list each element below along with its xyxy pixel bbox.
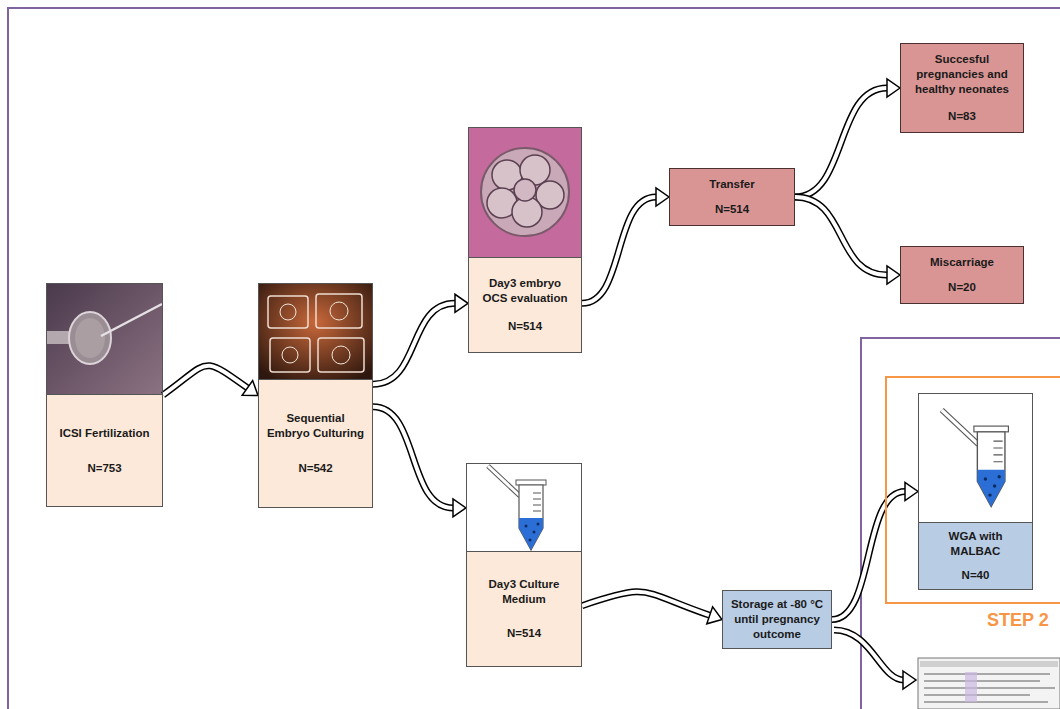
process-box: TransferN=514 [669,168,795,226]
arrow-outline [795,88,887,197]
flow-arrow [582,188,669,303]
arrow-body [795,88,887,197]
arrow-head [905,483,918,501]
box-fill: TransferN=514 [670,169,794,225]
flow-arrow [832,483,918,620]
arrow-body [582,197,656,303]
flow-arrow [795,79,900,197]
icsi-photo [47,284,162,395]
arrow-outline [373,407,453,508]
box-fill: Day3 Culture MediumN=514 [467,551,581,666]
process-box: Storage at -80 °C until pregnancy outcom… [722,590,832,649]
arrow-body [832,492,905,620]
flow-arrow [834,630,916,689]
process-box: Sequential Embryo CulturingN=542 [258,283,373,508]
count-label: N=514 [715,202,749,217]
arrow-body [582,592,710,615]
process-box: MiscarriageN=20 [900,246,1024,304]
arrow-outline [163,366,247,395]
box-label: Succesful pregnancies and healthy neonat… [907,52,1017,97]
box-fill: Storage at -80 °C until pregnancy outcom… [723,591,831,648]
arrow-body [373,407,453,508]
embryo-photo [469,128,581,258]
flow-arrow [582,592,722,624]
box-text-group: TransferN=514 [709,177,754,217]
arrow-head [453,499,466,517]
count-label: N=20 [948,280,976,295]
arrow-head [707,607,722,624]
culture-photo [259,284,372,380]
process-box: Succesful pregnancies and healthy neonat… [900,43,1024,133]
box-text-group: Sequential Embryo CulturingN=542 [265,411,366,476]
arrow-outline [795,197,887,275]
tube-picture [942,410,1009,507]
box-text-group: Day3 Culture MediumN=514 [473,577,575,642]
count-label: N=753 [87,461,121,476]
process-box: Day3 Culture MediumN=514 [466,463,582,667]
box-label: WGA with MALBAC [925,529,1026,559]
box-text-group: MiscarriageN=20 [930,255,994,295]
process-box: Day3 embryo OCS evaluationN=514 [468,127,582,353]
box-label: Day3 embryo OCS evaluation [475,276,575,306]
box-fill: Sequential Embryo CulturingN=542 [259,379,372,507]
box-fill: Succesful pregnancies and healthy neonat… [901,44,1023,132]
box-text-group: WGA with MALBAC N=40 [925,529,1026,584]
step-label: STEP 2 [987,610,1049,631]
sequence-screenshot [918,658,1060,709]
box-fill: ICSI FertilizationN=753 [47,394,162,506]
arrow-outline [832,492,905,620]
arrow-head [656,188,669,206]
box-label: ICSI Fertilization [59,426,149,441]
box-label: Sequential Embryo Culturing [265,411,366,441]
flow-arrow [163,366,258,396]
count-label: N=83 [948,109,976,124]
flow-arrow [795,197,900,284]
count-label: N=542 [298,461,332,476]
flow-arrow [373,294,468,384]
box-fill: MiscarriageN=20 [901,247,1023,303]
arrow-head [455,294,468,312]
box-fill: Day3 embryo OCS evaluationN=514 [469,257,581,352]
box-text-group: Day3 embryo OCS evaluationN=514 [475,276,575,335]
arrow-body [373,303,455,384]
process-box: WGA with MALBAC N=40 [918,393,1033,590]
box-label: Transfer [709,177,754,192]
count-label: N=40 [962,568,990,583]
arrow-outline [582,197,656,303]
arrow-body [795,197,887,275]
box-label: Miscarriage [930,255,994,270]
arrow-head [242,381,258,396]
arrow-head [887,79,900,97]
step-frame [861,338,1060,709]
arrow-outline [373,303,455,384]
box-text-group: ICSI FertilizationN=753 [59,426,149,476]
tube-picture [488,466,546,550]
count-label: N=514 [508,319,542,334]
process-box: ICSI FertilizationN=753 [46,283,163,507]
box-fill: WGA with MALBAC N=40 [919,522,1032,589]
step-frame: STEP 2WGA with MALBACN=40 [885,376,1060,604]
arrow-head [887,266,900,284]
box-label: Day3 Culture Medium [473,577,575,607]
box-text-group: Storage at -80 °C until pregnancy outcom… [729,597,825,642]
arrow-outline [582,592,710,615]
box-text-group: Succesful pregnancies and healthy neonat… [907,52,1017,124]
count-label: N=514 [507,626,541,641]
box-label: Storage at -80 °C until pregnancy outcom… [729,597,825,642]
arrow-body [163,366,247,395]
flow-arrow [373,407,466,517]
